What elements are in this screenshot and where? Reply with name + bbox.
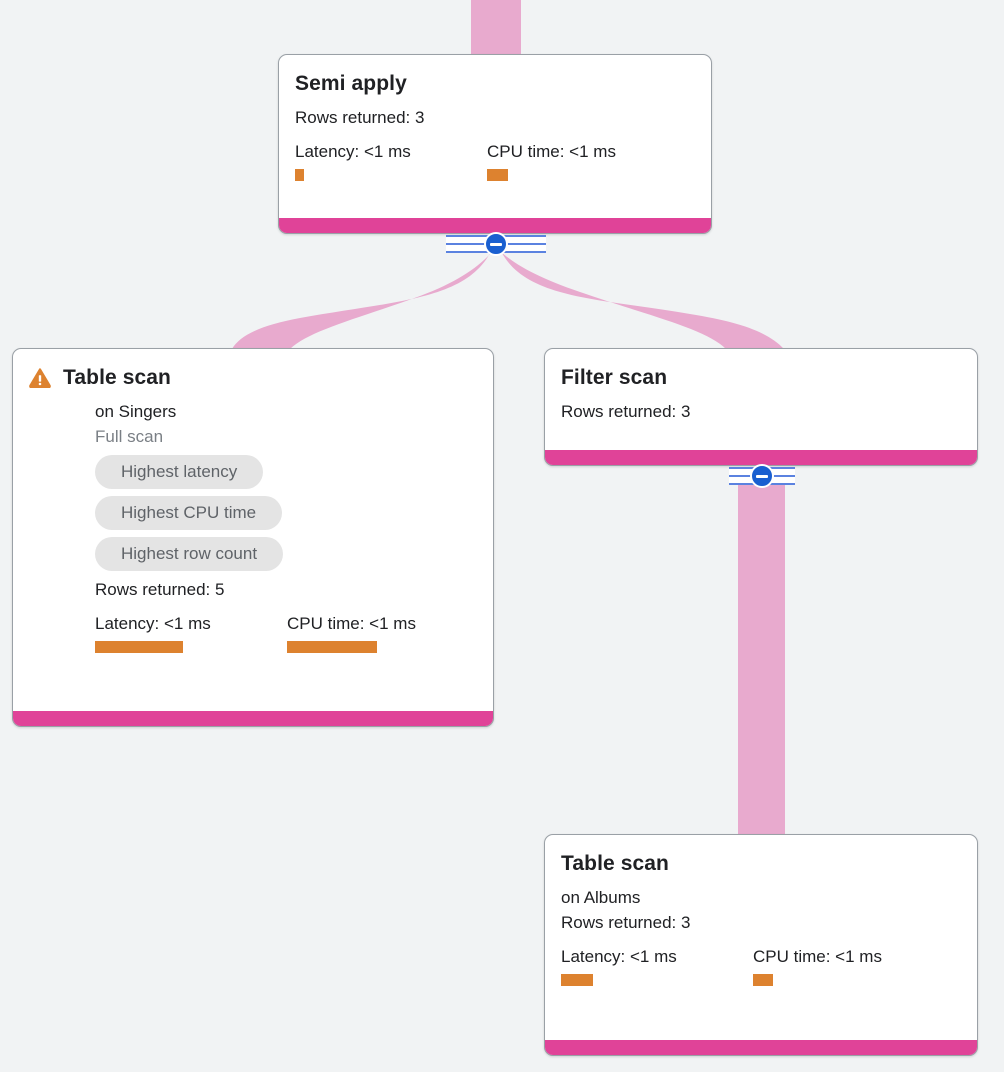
metrics-row: Latency: <1 ms CPU time: <1 ms [295,141,695,181]
metric-cpu: CPU time: <1 ms [287,613,416,653]
edge-semi-apply-to-filter-scan [496,247,784,349]
title-row: Semi apply [295,71,695,97]
card-body: Semi apply Rows returned: 3 Latency: <1 … [279,55,711,195]
metric-cpu-bar [487,169,508,181]
node-detail: Full scan [95,427,164,446]
metric-cpu: CPU time: <1 ms [753,946,882,986]
metric-latency-bar [95,641,183,653]
metric-latency: Latency: <1 ms [295,141,487,181]
metric-cpu: CPU time: <1 ms [487,141,616,181]
card-body: Filter scan Rows returned: 3 [545,349,977,438]
node-card-table-scan-albums[interactable]: Table scan on Albums Rows returned: 3 La… [544,834,978,1056]
title-row: Table scan [29,365,477,391]
collapse-toggle-semi-apply[interactable] [446,231,546,257]
card-accent-bar [13,711,493,726]
card-body: Table scan on Albums Rows returned: 3 La… [545,835,977,1000]
metric-latency: Latency: <1 ms [561,946,753,986]
node-card-table-scan-singers[interactable]: Table scan on Singers Full scan Highest … [12,348,494,727]
metric-latency-label: Latency: <1 ms [295,142,411,161]
card-accent-bar [279,218,711,233]
title-row: Filter scan [561,365,961,391]
rows-returned: Rows returned: 3 [295,108,425,127]
minus-icon[interactable] [484,232,508,256]
rows-returned: Rows returned: 3 [561,913,691,932]
card-body: Table scan on Singers Full scan Highest … [13,349,493,667]
card-accent-bar [545,1040,977,1055]
metric-latency-bar [295,169,304,181]
metric-cpu-label: CPU time: <1 ms [487,142,616,161]
metric-cpu-label: CPU time: <1 ms [753,947,882,966]
node-card-semi-apply[interactable]: Semi apply Rows returned: 3 Latency: <1 … [278,54,712,234]
minus-icon[interactable] [750,464,774,488]
node-subtitle: on Albums [561,888,641,907]
chip-highest-row-count[interactable]: Highest row count [95,537,284,571]
collapse-toggle-filter-scan[interactable] [729,463,795,489]
rows-returned: Rows returned: 3 [561,402,691,421]
node-subtitle: on Singers [95,402,177,421]
badge-chip-list: Highest latency Highest CPU time Highest… [29,455,477,571]
edge-filter-scan-to-table-scan-albums [738,476,785,842]
chip-highest-cpu-time[interactable]: Highest CPU time [95,496,283,530]
metric-latency-label: Latency: <1 ms [561,947,677,966]
rows-returned: Rows returned: 5 [95,580,225,599]
metric-latency-label: Latency: <1 ms [95,614,211,633]
chip-highest-latency[interactable]: Highest latency [95,455,264,489]
metrics-row: Latency: <1 ms CPU time: <1 ms [561,946,961,986]
node-title: Semi apply [295,72,407,95]
edge-semi-apply-to-table-scan-singers [232,247,496,349]
metric-latency: Latency: <1 ms [95,613,287,653]
node-card-filter-scan[interactable]: Filter scan Rows returned: 3 [544,348,978,466]
metrics-row: Latency: <1 ms CPU time: <1 ms [29,613,477,653]
edge-root-to-semi-apply [471,0,521,58]
node-title: Table scan [63,366,171,389]
warning-icon [29,368,51,388]
metric-cpu-label: CPU time: <1 ms [287,614,416,633]
node-title: Table scan [561,852,669,875]
title-row: Table scan [561,851,961,877]
card-accent-bar [545,450,977,465]
metric-cpu-bar [287,641,377,653]
node-title: Filter scan [561,366,668,389]
metric-latency-bar [561,974,593,986]
metric-cpu-bar [753,974,773,986]
